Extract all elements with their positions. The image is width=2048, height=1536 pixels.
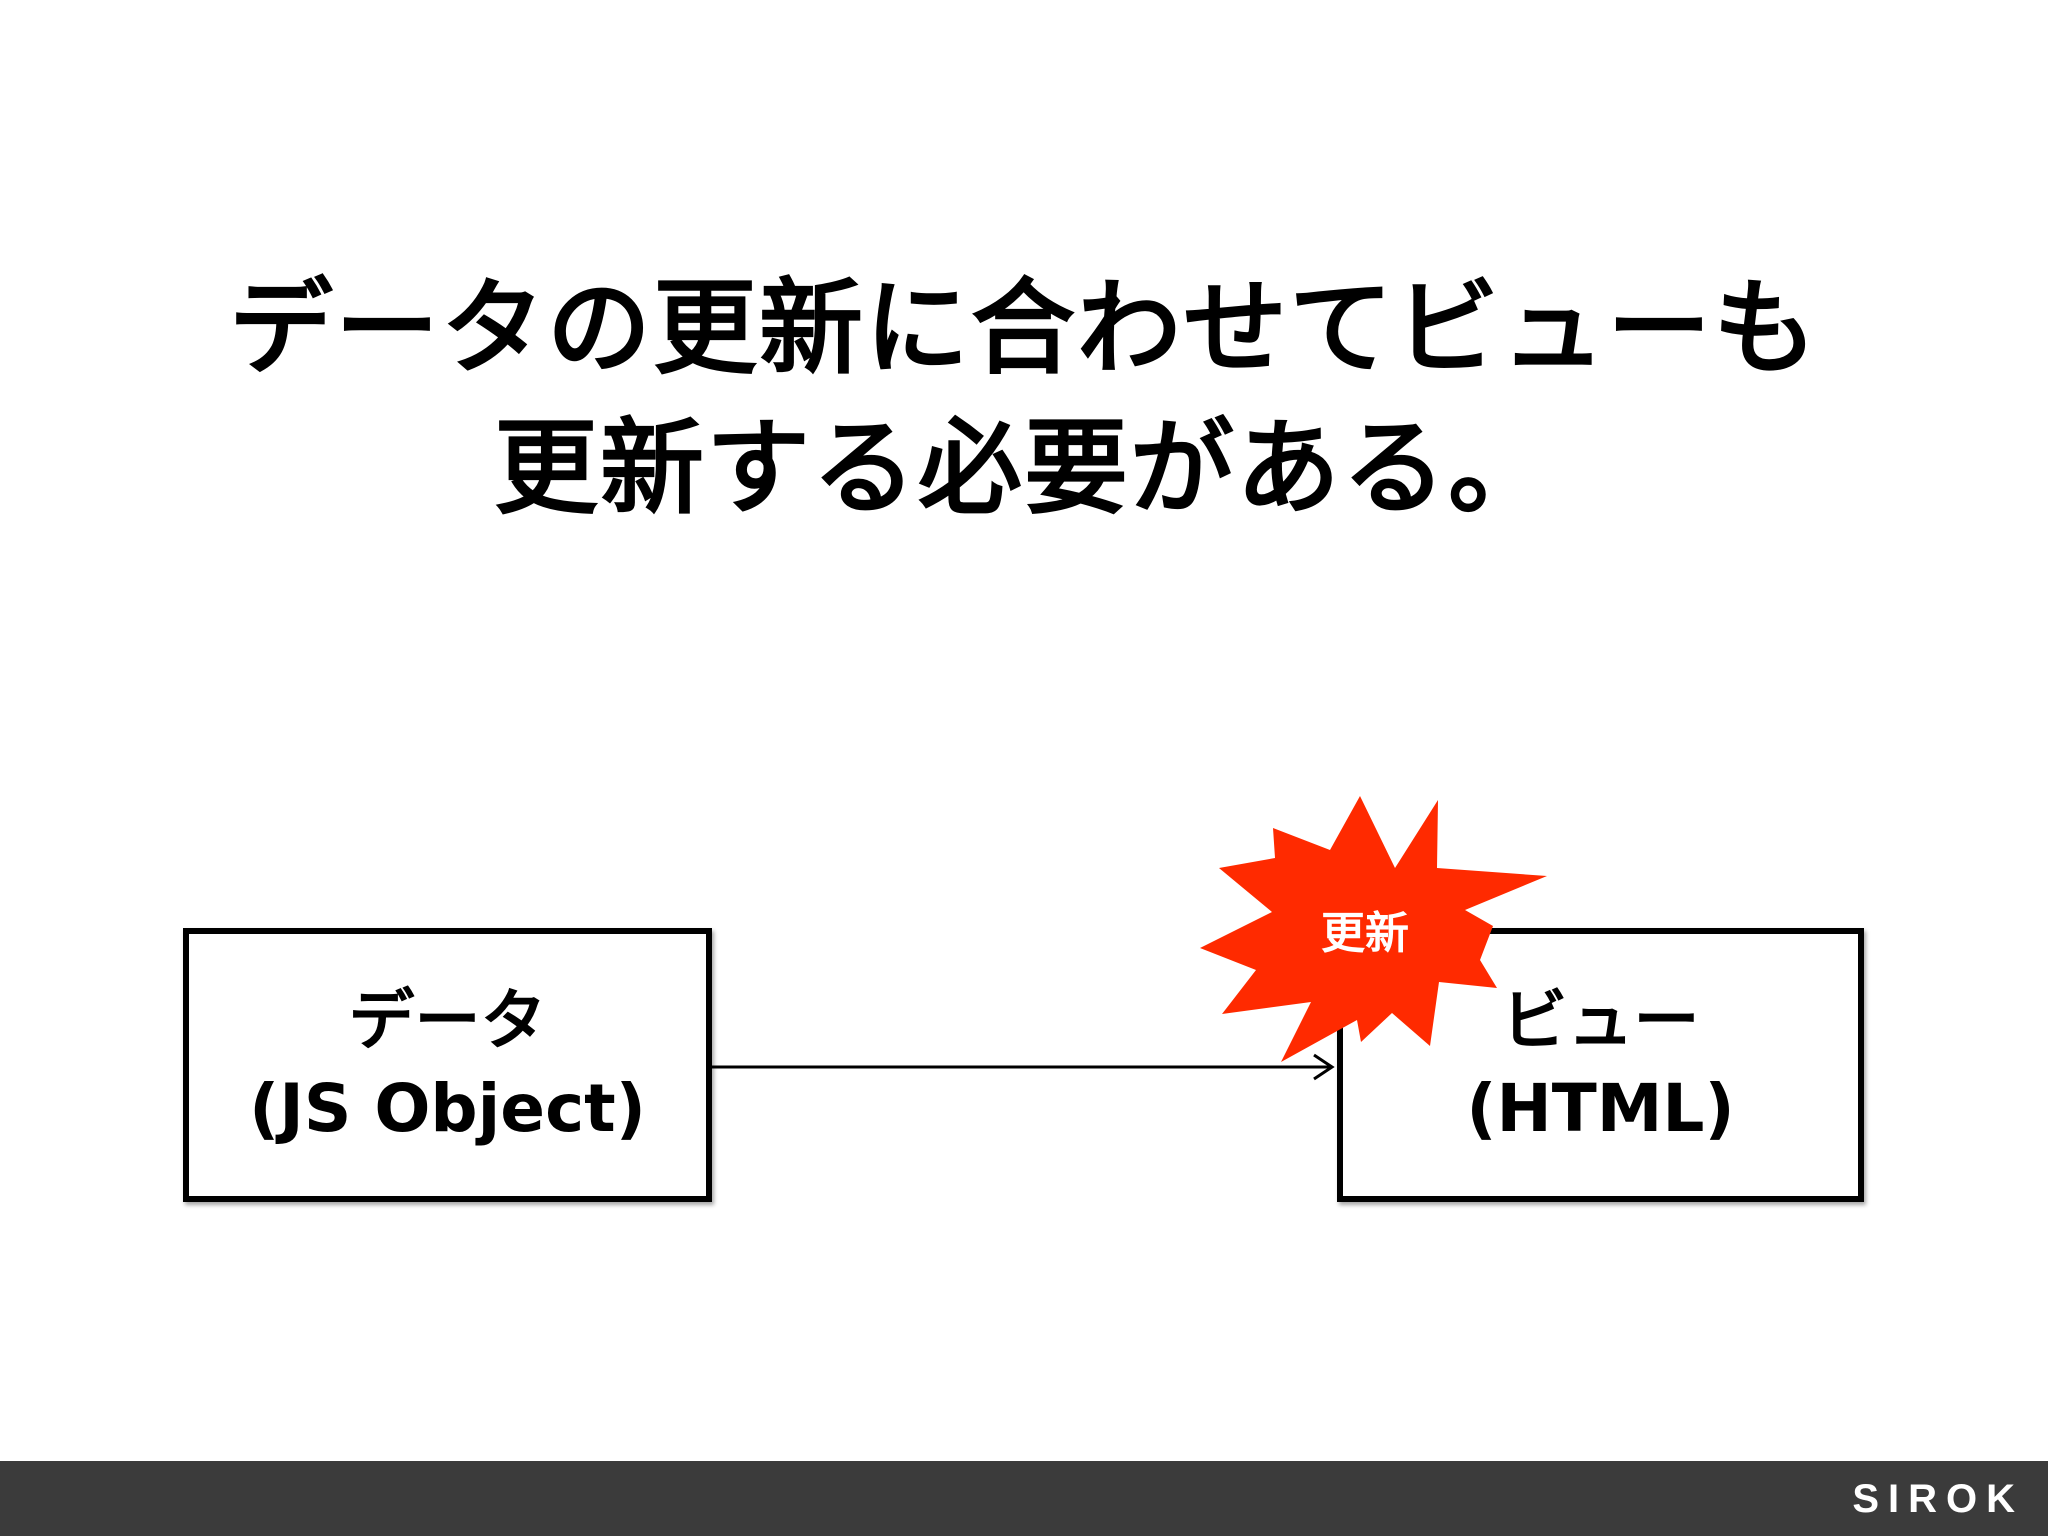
view-box-sublabel: (HTML)	[1466, 1070, 1735, 1147]
arrow-head	[1313, 1053, 1335, 1081]
slide-title-line-1: データの更新に合わせてビューも	[228, 267, 1819, 389]
data-to-view-arrow	[712, 1053, 1335, 1081]
sirok-logo: SIROK	[1852, 1477, 2024, 1521]
data-box-sublabel: (JS Object)	[249, 1070, 646, 1147]
view-box: ビュー (HTML)	[1337, 928, 1864, 1202]
data-box-label: データ	[348, 982, 547, 1059]
footer-bar: SIROK	[0, 1461, 2048, 1536]
slide-title-line-2: 更新する必要がある。	[493, 407, 1554, 529]
burst-label: 更新	[1321, 908, 1409, 959]
view-box-label: ビュー	[1501, 982, 1700, 1059]
data-box: データ (JS Object)	[183, 928, 712, 1202]
slide-title: データの更新に合わせてビューも 更新する必要がある。	[0, 258, 2048, 538]
